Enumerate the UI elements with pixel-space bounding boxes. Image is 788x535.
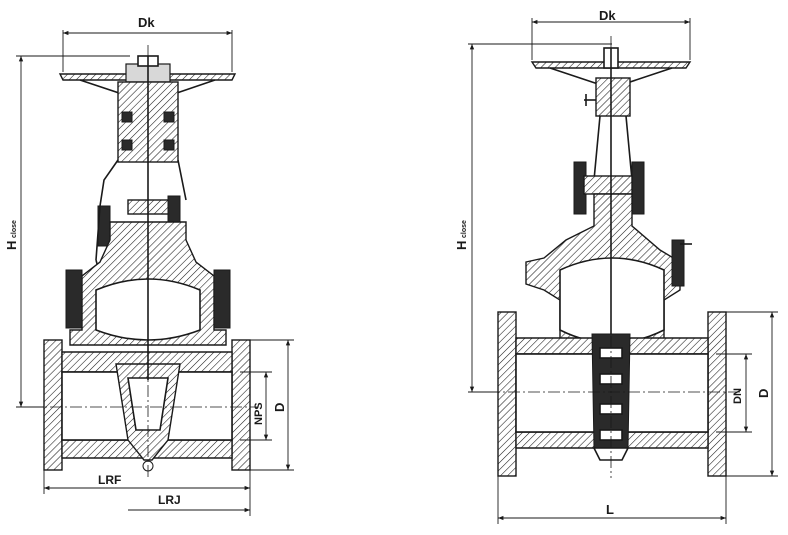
left-lrj-label: LRJ xyxy=(158,493,181,507)
right-l-label: L xyxy=(606,502,614,517)
right-body xyxy=(497,193,727,477)
left-h-sub-label: close xyxy=(11,220,18,238)
right-l-dimension: L xyxy=(497,476,727,524)
right-dn-label: DN xyxy=(732,388,744,404)
right-yoke xyxy=(573,77,645,215)
left-d-dimension: D xyxy=(250,339,294,471)
left-dk-dimension: Dk xyxy=(62,15,233,72)
left-body xyxy=(43,221,251,472)
right-d-dimension: D xyxy=(726,311,778,477)
left-h-label: H xyxy=(4,241,19,250)
right-dk-label: Dk xyxy=(599,8,616,23)
left-lrj-dimension: LRJ xyxy=(128,493,250,513)
right-h-label: H xyxy=(454,241,469,250)
right-valve-view: Dk H close xyxy=(454,8,778,524)
right-dk-dimension: Dk xyxy=(531,8,691,60)
left-nps-label: NPS xyxy=(253,402,265,425)
right-dn-dimension: DN xyxy=(716,353,752,433)
left-lrf-dimension: LRF xyxy=(43,470,251,516)
left-valve-view: Dk H close xyxy=(4,15,294,516)
right-h-sub-label: close xyxy=(461,220,468,238)
right-d-label: D xyxy=(756,389,771,398)
left-lrf-label: LRF xyxy=(98,473,121,487)
left-dk-label: Dk xyxy=(138,15,155,30)
left-d-label: D xyxy=(272,403,287,412)
left-nps-dimension: NPS xyxy=(240,371,272,441)
